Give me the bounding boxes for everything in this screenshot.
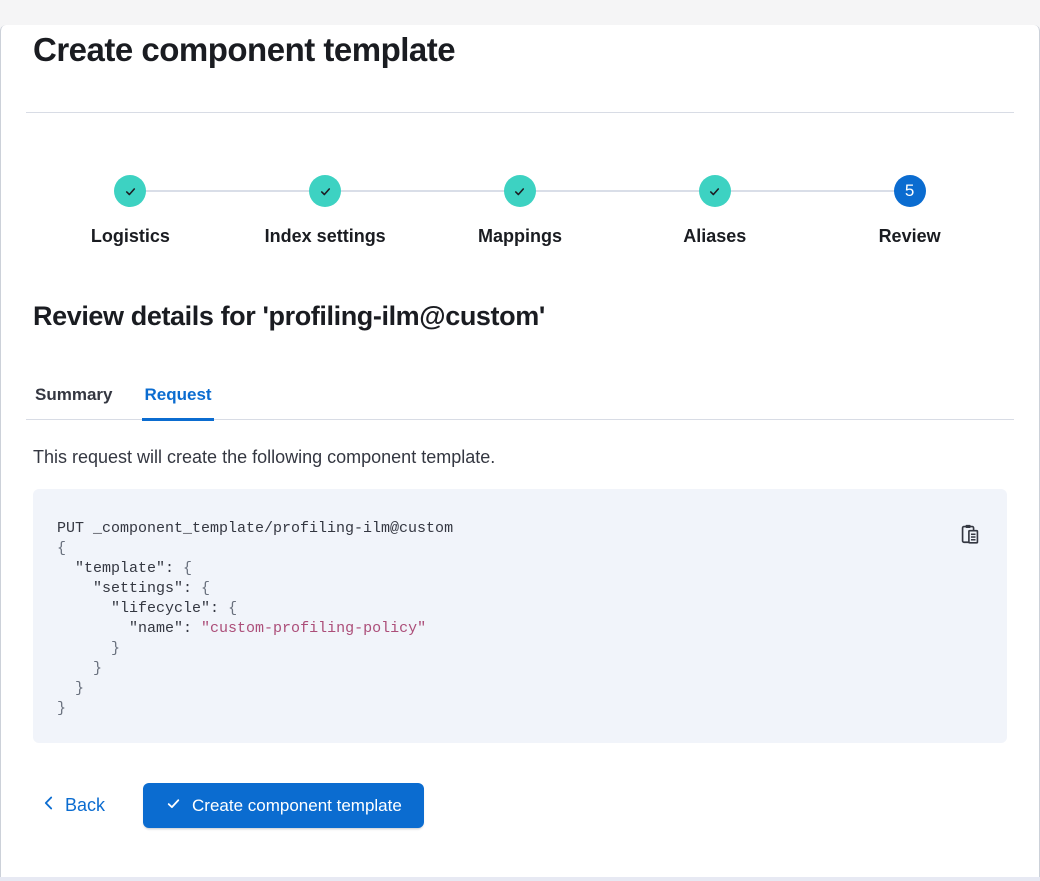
code-line: PUT _component_template/profiling-ilm@cu… — [57, 520, 454, 537]
check-icon — [165, 795, 182, 817]
step-label: Mappings — [477, 226, 562, 246]
back-button-label: Back — [65, 795, 106, 815]
tab-request[interactable]: Request — [142, 383, 214, 421]
review-heading: Review details for 'profiling-ilm@custom… — [33, 301, 545, 331]
code-line: { — [57, 540, 67, 557]
copy-button[interactable] — [957, 521, 983, 547]
stepper-step-logistics[interactable]: Logistics — [33, 175, 228, 247]
stepper-step-aliases[interactable]: Aliases — [617, 175, 812, 247]
code-line: } — [111, 640, 121, 657]
tabs: Summary Request — [26, 383, 1014, 421]
step-number-badge: 5 — [893, 175, 926, 207]
step-label: Aliases — [683, 226, 747, 246]
step-label: Logistics — [90, 226, 170, 246]
code-line: "lifecycle": { — [111, 600, 238, 617]
step-complete-check-icon — [309, 175, 342, 207]
code-line: } — [93, 660, 103, 677]
step-complete-check-icon — [698, 175, 731, 207]
chevron-left-icon — [41, 795, 55, 816]
create-component-template-button[interactable]: Create component template — [143, 783, 424, 828]
code-line: "name": "custom-profiling-policy" — [129, 620, 427, 637]
code-line: } — [75, 680, 85, 697]
wizard-footer: Back Create component template — [33, 783, 1007, 828]
request-code-block: PUT _component_template/profiling-ilm@cu… — [33, 489, 1007, 743]
code-content: PUT _component_template/profiling-ilm@cu… — [57, 519, 947, 719]
page-title: Create component template — [33, 31, 456, 68]
bottom-edge-strip — [0, 877, 1040, 881]
step-complete-check-icon — [503, 175, 536, 207]
code-line: "settings": { — [93, 580, 211, 597]
code-line: "template": { — [75, 560, 193, 577]
step-label: Index settings — [264, 226, 386, 246]
create-component-template-page: Create component template Logistics Index… — [0, 25, 1040, 877]
title-divider — [26, 112, 1014, 113]
code-line: } — [57, 700, 67, 717]
tab-summary[interactable]: Summary — [33, 383, 114, 421]
stepper-step-mappings[interactable]: Mappings — [423, 175, 618, 247]
step-complete-check-icon — [114, 175, 147, 207]
request-description: This request will create the following c… — [33, 447, 496, 467]
stepper-step-index-settings[interactable]: Index settings — [228, 175, 423, 247]
back-button[interactable]: Back — [33, 783, 113, 828]
copy-clipboard-icon — [959, 524, 981, 548]
step-label: Review — [878, 226, 941, 246]
create-button-label: Create component template — [192, 795, 402, 815]
